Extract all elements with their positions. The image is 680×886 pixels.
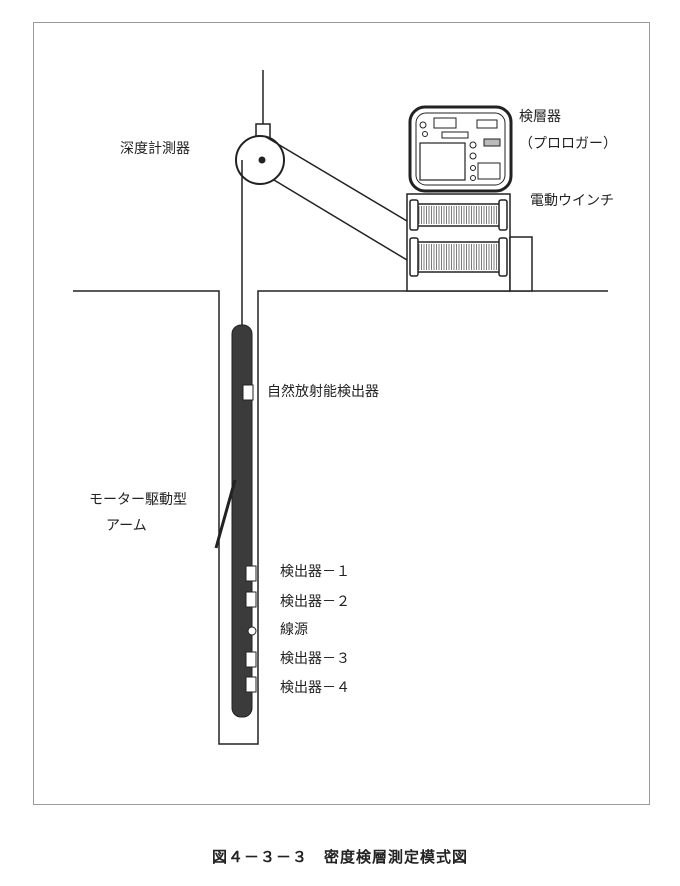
winch-drum-cap <box>409 237 419 277</box>
winch-cable-upper <box>265 136 413 225</box>
logging-probe <box>231 324 253 718</box>
figure-frame <box>33 22 650 805</box>
winch-cable-lower <box>273 179 413 264</box>
logger-label: 検層器 <box>519 109 561 125</box>
detector-1-label: 検出器－１ <box>280 564 350 580</box>
winch-drum-upper <box>411 203 506 227</box>
depth-meter-label: 深度計測器 <box>120 141 190 157</box>
motor-arm-label-line1: モーター駆動型 <box>89 492 187 508</box>
sheave-hub <box>258 156 266 164</box>
logger-knob <box>422 131 428 137</box>
winch-side-box <box>509 236 533 292</box>
detector-1-window <box>245 565 257 582</box>
detector-4-label: 検出器－４ <box>280 680 350 696</box>
logger-panel <box>483 138 501 147</box>
winch-drum-cap <box>498 237 508 277</box>
logger-knob <box>470 165 476 171</box>
natural-detector-label: 自然放射能検出器 <box>267 384 379 400</box>
winch-drum-windings <box>418 206 497 270</box>
logger-panel <box>476 119 498 129</box>
detector-3-window <box>245 651 257 668</box>
ground-and-borehole <box>73 290 608 745</box>
logger-screen <box>419 142 466 181</box>
logger-panel <box>441 131 469 139</box>
detector-3-label: 検出器－３ <box>280 651 350 667</box>
natural-gamma-window <box>242 384 254 401</box>
motor-arm <box>214 479 237 549</box>
logger-knob <box>470 175 476 181</box>
logger-knob <box>469 141 477 149</box>
logger-knob <box>419 121 427 129</box>
detector-4-window <box>245 676 257 693</box>
detector-2-label: 検出器－２ <box>280 594 350 610</box>
winch-drum-lower <box>411 241 506 273</box>
winch-drum-cap <box>498 199 508 231</box>
source-label: 線源 <box>280 622 308 638</box>
winch-drum-cap <box>409 199 419 231</box>
logger-panel <box>433 117 457 129</box>
logger-sub-label: （プロロガー） <box>519 136 617 152</box>
winch-label: 電動ウインチ <box>530 193 614 209</box>
figure-caption: 図４－３－３ 密度検層測定模式図 <box>211 848 468 866</box>
source-marker <box>247 626 257 636</box>
logger-knob <box>469 152 477 160</box>
logger-panel <box>477 162 501 180</box>
detector-2-window <box>245 591 257 608</box>
motor-arm-label-line2: アーム <box>106 518 147 534</box>
